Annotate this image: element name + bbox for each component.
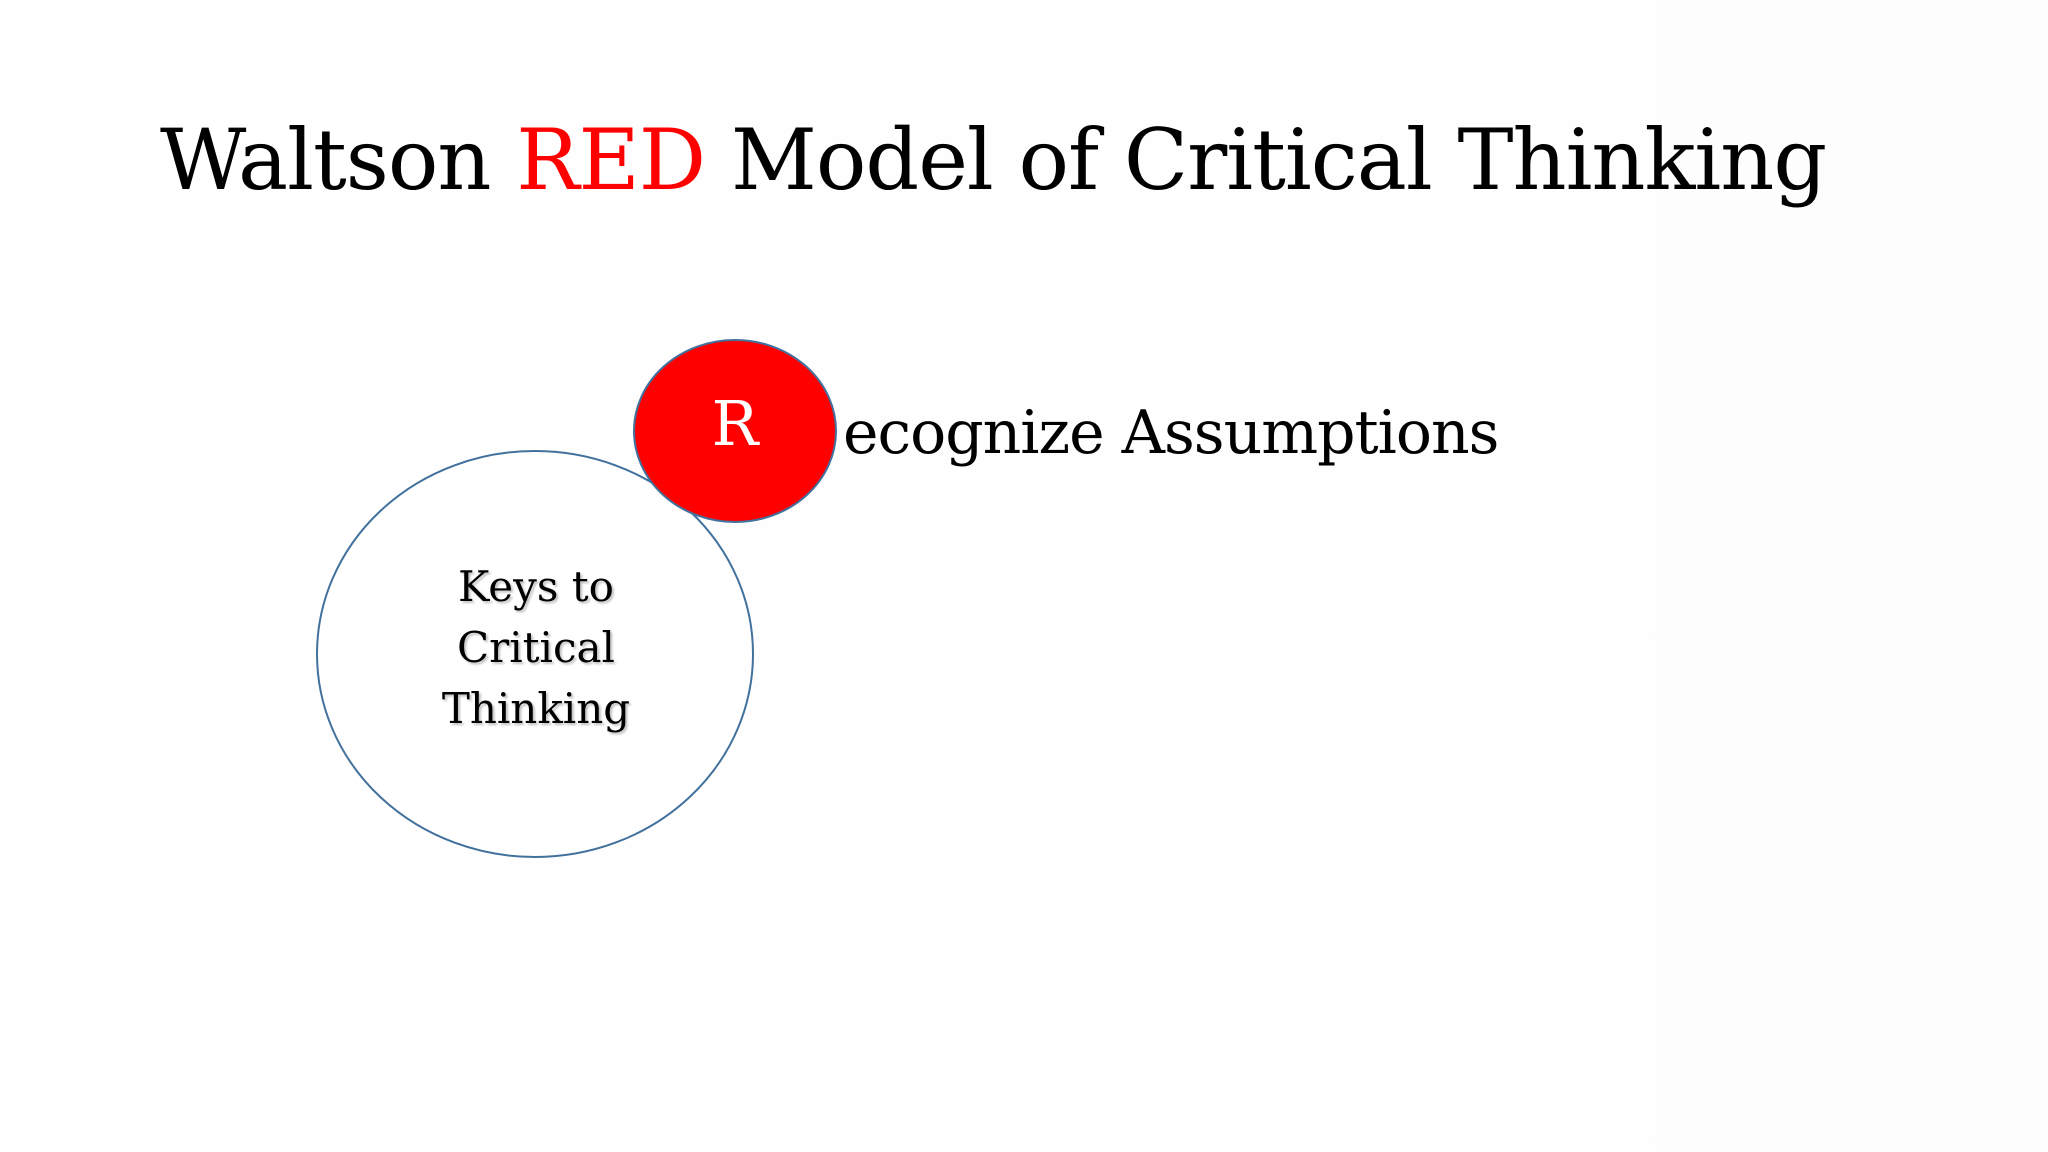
center-label-line-1: Keys to: [458, 562, 614, 611]
title-accent: RED: [516, 111, 706, 209]
center-label-line-3: Thinking: [441, 684, 631, 733]
step-r-letter: R: [711, 387, 759, 460]
center-circle: [316, 450, 754, 858]
slide-title: Waltson RED Model of Critical Thinking: [160, 100, 1827, 220]
center-label: Keys to Critical Thinking: [386, 556, 686, 739]
step-r-circle: [633, 339, 837, 523]
center-label-line-2: Critical: [457, 623, 615, 672]
step-r-label: ecognize Assumptions: [843, 398, 1499, 468]
title-part-1: Waltson: [160, 111, 517, 209]
title-part-2: Model of Critical Thinking: [705, 111, 1827, 209]
